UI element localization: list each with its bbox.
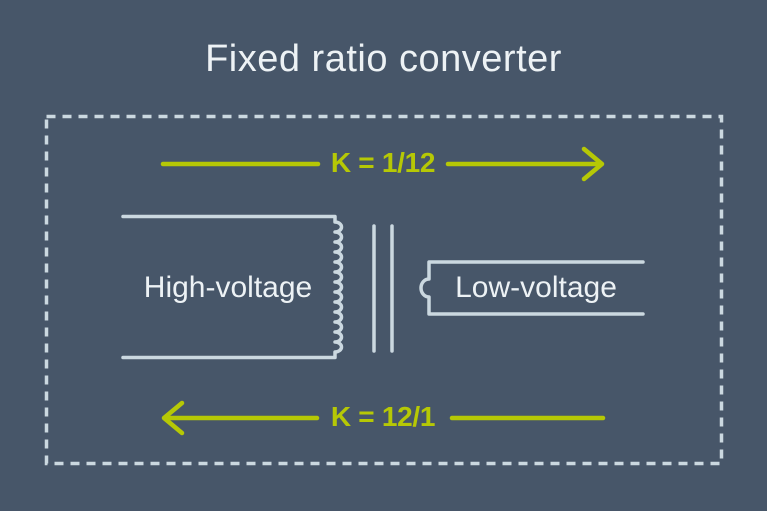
high-voltage-label: High-voltage	[143, 271, 313, 304]
backward-ratio-label: K = 12/1	[330, 401, 436, 432]
page-title: Fixed ratio converter	[205, 38, 562, 80]
right-arrowhead-icon	[581, 146, 605, 182]
forward-ratio-label: K = 1/12	[330, 147, 436, 178]
dashed-frame	[44, 114, 724, 466]
low-voltage-label: Low-voltage	[455, 271, 617, 304]
transformer-core	[372, 224, 394, 353]
left-arrowhead-icon	[161, 400, 185, 436]
forward-arrow	[160, 146, 605, 182]
low-voltage-winding-symbol	[419, 260, 645, 316]
high-voltage-winding-symbol	[121, 214, 344, 360]
backward-arrow	[161, 400, 606, 436]
